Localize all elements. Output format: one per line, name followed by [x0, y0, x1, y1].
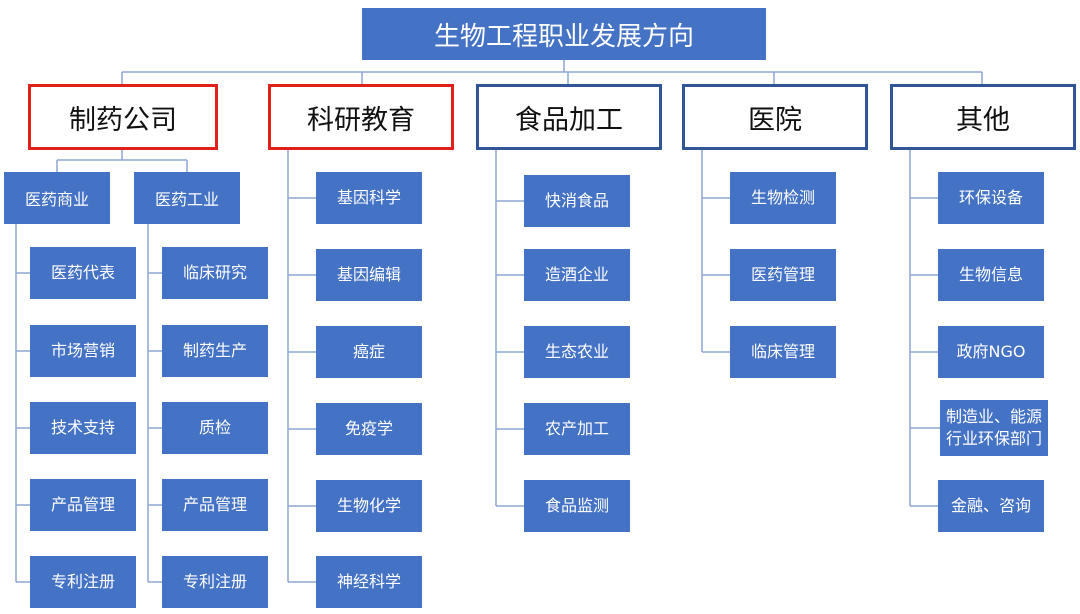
leaf-item: 政府NGO — [938, 326, 1044, 378]
subgroup-pharma-commerce: 医药商业 — [4, 172, 110, 224]
leaf-item: 医药管理 — [730, 249, 836, 301]
leaf-item: 癌症 — [316, 326, 422, 378]
leaf-item: 基因编辑 — [316, 249, 422, 301]
leaf-item: 金融、咨询 — [938, 480, 1044, 532]
leaf-item: 临床管理 — [730, 326, 836, 378]
category-label: 科研教育 — [307, 104, 415, 136]
leaf-item: 环保设备 — [938, 172, 1044, 224]
leaf-item: 生物化学 — [316, 480, 422, 532]
leaf-item: 食品监测 — [524, 480, 630, 532]
subgroup-pharma-industry: 医药工业 — [134, 172, 240, 224]
leaf-item: 生物信息 — [938, 249, 1044, 301]
leaf-item: 基因科学 — [316, 172, 422, 224]
leaf-item: 产品管理 — [30, 479, 136, 531]
diagram-title: 生物工程职业发展方向 — [362, 8, 766, 60]
leaf-item: 神经科学 — [316, 556, 422, 608]
category-label: 制药公司 — [69, 104, 177, 136]
category-hospital: 医院 — [682, 84, 868, 150]
leaf-item: 快消食品 — [524, 175, 630, 227]
leaf-item: 免疫学 — [316, 403, 422, 455]
leaf-item: 专利注册 — [30, 556, 136, 608]
leaf-item: 农产加工 — [524, 403, 630, 455]
leaf-item: 临床研究 — [162, 247, 268, 299]
category-food-processing: 食品加工 — [476, 84, 662, 150]
leaf-item: 制造业、能源行业环保部门 — [940, 400, 1048, 456]
category-label: 其他 — [956, 104, 1010, 136]
leaf-item: 市场营销 — [30, 325, 136, 377]
leaf-item: 产品管理 — [162, 479, 268, 531]
category-label: 医院 — [748, 104, 802, 136]
category-research-education: 科研教育 — [268, 84, 454, 150]
leaf-item: 质检 — [162, 402, 268, 454]
category-label: 食品加工 — [515, 104, 623, 136]
leaf-item: 生态农业 — [524, 326, 630, 378]
leaf-item: 生物检测 — [730, 172, 836, 224]
leaf-item: 造酒企业 — [524, 249, 630, 301]
category-other: 其他 — [890, 84, 1076, 150]
category-pharma-company: 制药公司 — [28, 84, 218, 150]
leaf-item: 专利注册 — [162, 556, 268, 608]
leaf-item: 制药生产 — [162, 325, 268, 377]
leaf-item: 技术支持 — [30, 402, 136, 454]
leaf-item: 医药代表 — [30, 247, 136, 299]
